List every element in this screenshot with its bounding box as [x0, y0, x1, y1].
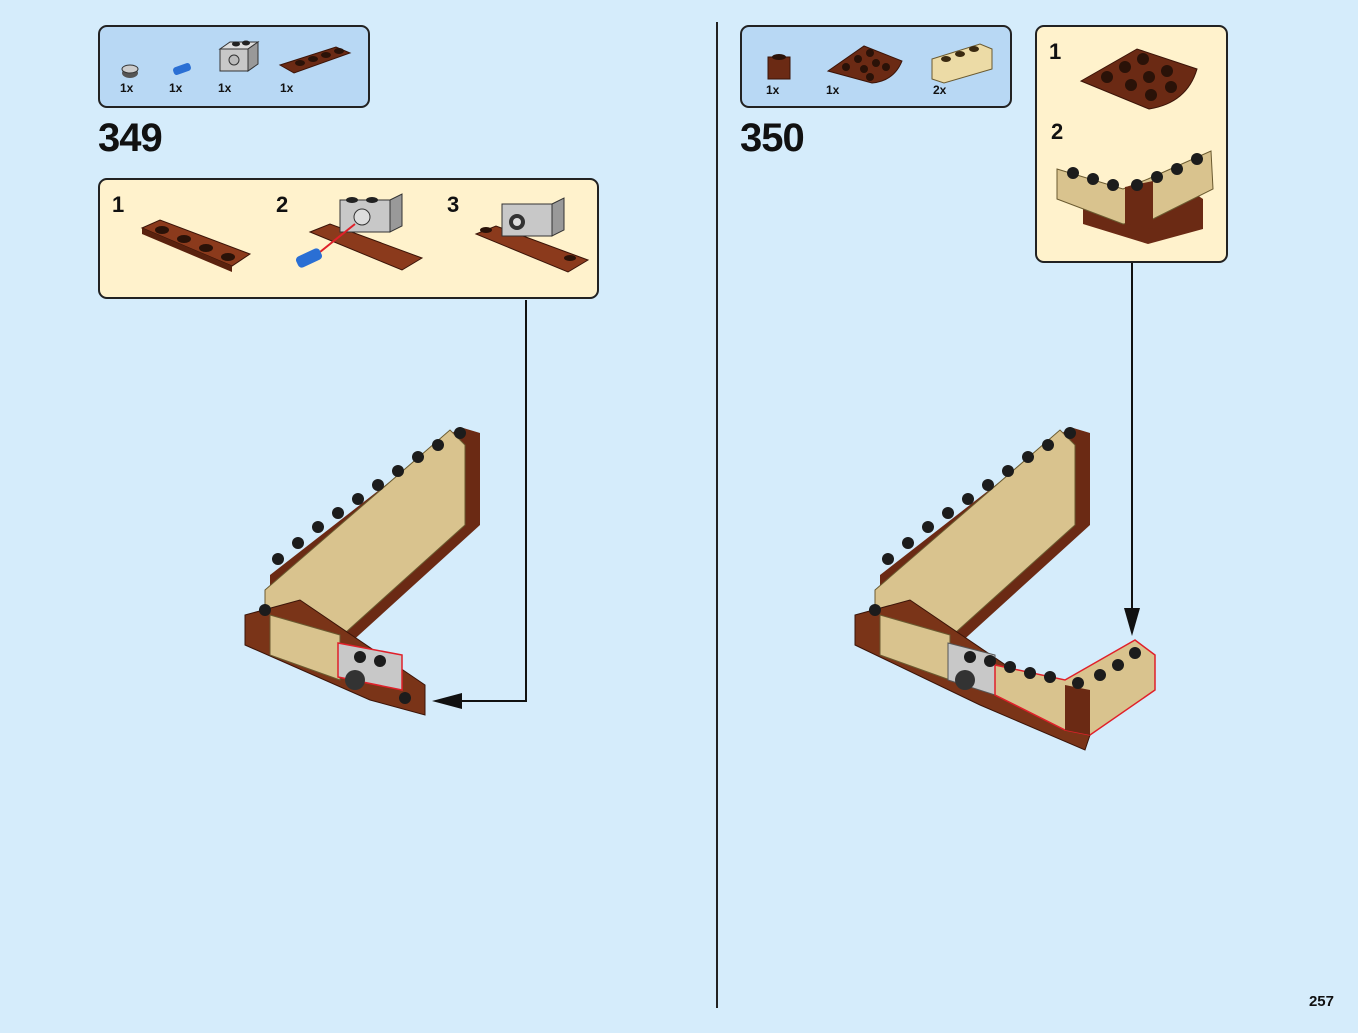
part-qty: 1x: [766, 83, 780, 97]
step-number: 350: [740, 116, 805, 160]
round-plate-icon: [121, 64, 139, 78]
substep-number: 3: [447, 192, 460, 217]
substep-number: 2: [276, 192, 289, 217]
substep-2-assembly: [1056, 150, 1214, 244]
substep-number: 2: [1051, 119, 1064, 144]
pin-connector-icon: [173, 63, 191, 75]
part-qty: 1x: [169, 81, 183, 95]
substep-2-assembly: [295, 193, 424, 271]
brown-brick-1x1-icon: [767, 54, 791, 80]
part-qty: 1x: [280, 81, 294, 95]
part-qty: 2x: [933, 83, 947, 97]
page-number: 257: [1308, 993, 1334, 1010]
substep-number: 1: [1049, 39, 1062, 64]
page-divider: [716, 22, 718, 1008]
substep-box-350: 1 2: [1035, 25, 1228, 263]
model-350: [854, 427, 1156, 751]
brown-plate-icon: [278, 46, 352, 74]
corner-plate-icon: [826, 45, 903, 84]
substep-3-assembly: [474, 197, 590, 273]
part-qty: 1x: [120, 81, 134, 95]
part-qty: 1x: [826, 83, 840, 97]
substep-1-plate: [140, 219, 252, 272]
substep-1-corner-plate: [1079, 48, 1198, 110]
tan-brick-1x3-icon: [931, 43, 993, 84]
substep-number: 1: [112, 192, 125, 217]
step-number: 349: [98, 116, 163, 160]
substep-box-349: 1 2 3: [98, 178, 599, 299]
model-349: [244, 427, 480, 716]
parts-list-350: 1x 1x 2x: [740, 25, 1012, 108]
part-qty: 1x: [218, 81, 232, 95]
technic-brick-icon: [218, 40, 260, 72]
parts-list-349: 1x 1x 1x 1x: [98, 25, 370, 108]
